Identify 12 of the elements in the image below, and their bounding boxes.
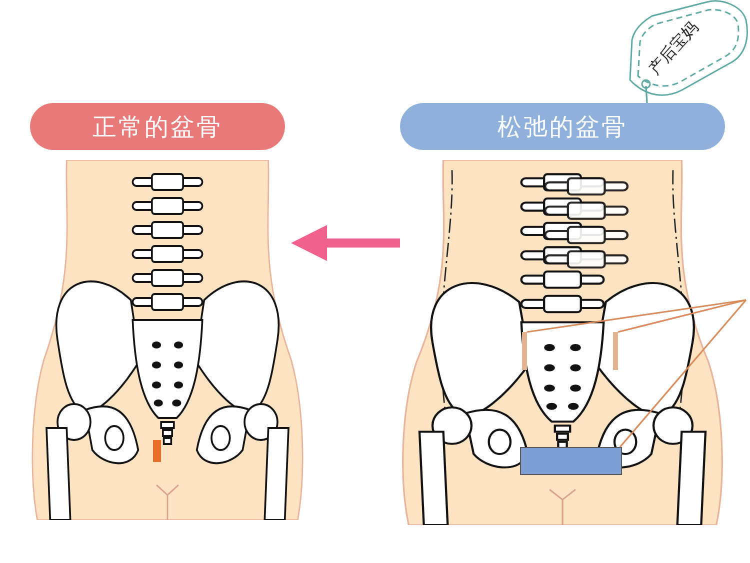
title-text: 正常的盆骨 — [92, 112, 222, 142]
arrow — [291, 225, 400, 261]
tag-string — [645, 86, 648, 104]
title-pill — [30, 103, 285, 150]
pubic-gap-bar — [520, 447, 622, 475]
leader-line — [526, 299, 746, 333]
title-pill — [400, 103, 725, 150]
leader-line — [618, 299, 746, 333]
leader-line — [619, 299, 747, 448]
title-text: 松弛的盆骨 — [498, 112, 628, 142]
tag-text: 产后宝妈 — [644, 18, 703, 80]
pubic-gap-bar — [153, 440, 161, 462]
